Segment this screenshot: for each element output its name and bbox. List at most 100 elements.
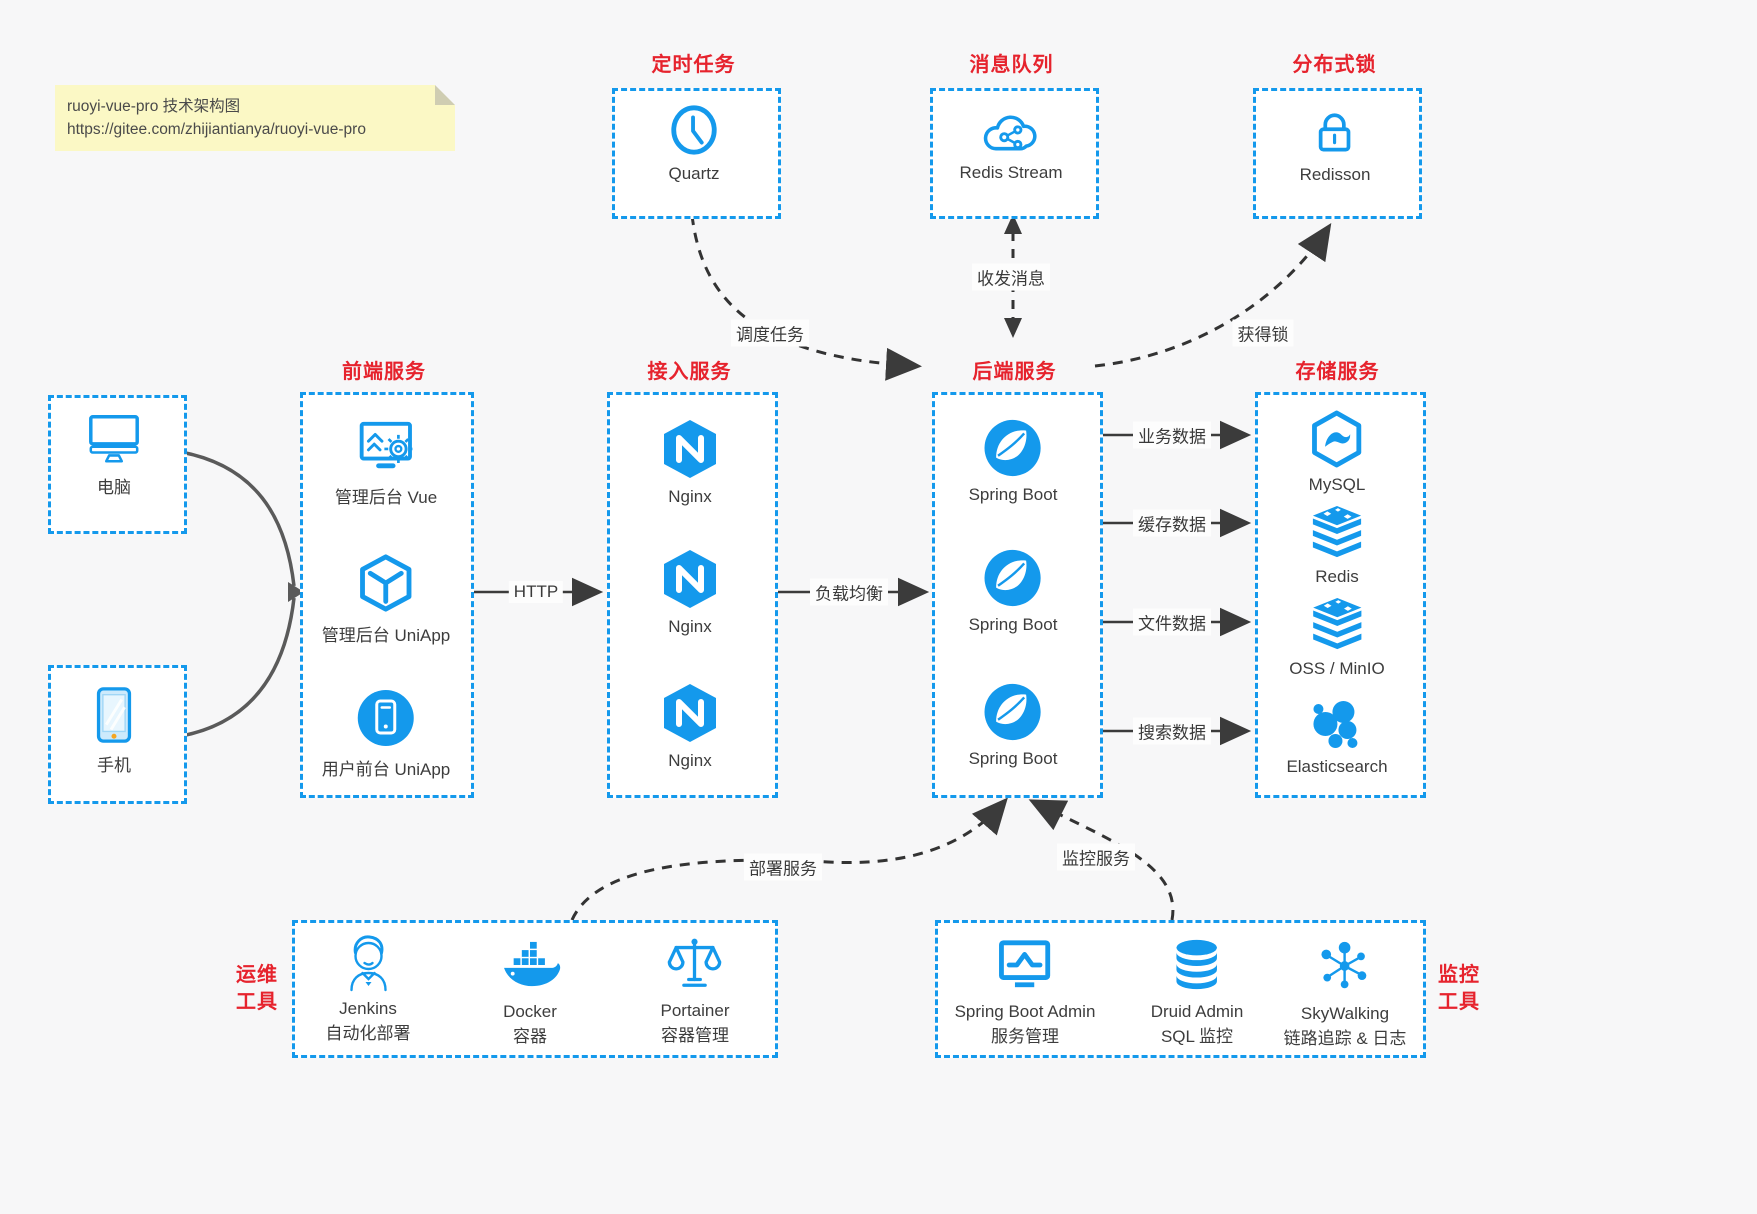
note-fold-corner: [435, 85, 455, 105]
title-backend-services: 后端服务: [972, 361, 1057, 383]
edge-label-schedule: 调度任务: [731, 319, 809, 347]
node-label: MySQL: [1308, 475, 1366, 494]
edge-label-http: HTTP: [508, 581, 564, 603]
lock-icon: [1309, 106, 1361, 158]
title-ops-tools: 运维 工具: [228, 962, 286, 1016]
edge-deploy: [570, 797, 1008, 921]
desktop-icon: [85, 412, 143, 466]
database-icon: [1170, 938, 1224, 992]
node-label: Redisson: [1299, 165, 1371, 184]
admin-vue-icon: [355, 418, 417, 476]
mysql-icon: [1310, 410, 1364, 468]
node-label: Druid Admin SQL 监控: [1151, 1000, 1244, 1049]
tool-name: Docker: [503, 1002, 557, 1021]
node-label: SkyWalking 链路追踪 & 日志: [1284, 1002, 1407, 1051]
tool-desc: SQL 监控: [1160, 1026, 1234, 1046]
portainer-icon: [666, 935, 724, 993]
nginx-icon: [661, 682, 719, 744]
node-label: 管理后台 UniApp: [321, 626, 451, 645]
node-label: 用户前台 UniApp: [321, 760, 451, 779]
edge-lock: [1094, 222, 1332, 368]
node-label: Redis Stream: [959, 163, 1063, 182]
clock-icon: [667, 103, 721, 157]
node-nginx-2: Nginx: [661, 548, 719, 637]
elasticsearch-icon: [1309, 698, 1365, 750]
node-oss-minio: OSS / MinIO: [1289, 598, 1385, 679]
note-title: ruoyi-vue-pro 技术架构图: [67, 98, 241, 115]
nginx-icon: [661, 548, 719, 610]
node-label: Spring Boot: [968, 749, 1058, 768]
redis-stack-icon: [1309, 506, 1365, 560]
node-mysql: MySQL: [1308, 410, 1366, 495]
topology-icon: [1317, 938, 1373, 994]
node-nginx-3: Nginx: [661, 682, 719, 771]
node-docker: Docker 容器: [499, 940, 561, 1049]
edge-message-arrow-down: [1004, 318, 1022, 338]
node-user-uniapp: 用户前台 UniApp: [322, 688, 450, 780]
title-storage-services: 存储服务: [1295, 361, 1380, 383]
box-distributed-lock: [1253, 88, 1422, 219]
node-spring-boot-1: Spring Boot: [968, 418, 1058, 505]
node-redis-stream: Redis Stream: [959, 108, 1063, 183]
edge-message-arrow-up: [1004, 214, 1022, 234]
edge-label-file-data: 文件数据: [1133, 608, 1211, 636]
edge-label-biz-data: 业务数据: [1133, 421, 1211, 449]
edge-label-search-data: 搜索数据: [1133, 717, 1211, 745]
edge-label-lock: 获得锁: [1232, 319, 1294, 347]
node-label: Spring Boot: [968, 485, 1058, 504]
note-url: https://gitee.com/zhijiantianya/ruoyi-vu…: [67, 121, 366, 139]
node-phone: 手机: [91, 686, 137, 776]
nginx-icon: [661, 418, 719, 480]
node-pc: 电脑: [85, 412, 143, 498]
node-redisson: Redisson: [1299, 106, 1371, 185]
tool-name: Spring Boot Admin: [954, 1002, 1096, 1021]
tool-desc: 容器: [512, 1026, 547, 1046]
node-quartz: Quartz: [667, 103, 721, 184]
node-spring-boot-2: Spring Boot: [968, 548, 1058, 635]
node-label: Elasticsearch: [1286, 757, 1388, 776]
title-distributed-lock: 分布式锁: [1292, 54, 1377, 76]
title-frontend-services: 前端服务: [342, 361, 426, 383]
node-label: Jenkins 自动化部署: [326, 997, 411, 1046]
box-message-queue: [930, 88, 1099, 219]
tool-desc: 自动化部署: [325, 1023, 411, 1043]
node-skywalking: SkyWalking 链路追踪 & 日志: [1284, 938, 1407, 1051]
node-label: OSS / MinIO: [1289, 659, 1385, 678]
edge-label-deploy: 部署服务: [744, 853, 822, 881]
phone-icon: [91, 686, 137, 744]
spring-icon: [983, 682, 1043, 742]
node-label: Spring Boot Admin 服务管理: [955, 1000, 1096, 1049]
node-label: Nginx: [668, 617, 712, 636]
jenkins-icon: [340, 933, 396, 993]
mobile-app-icon: [356, 688, 416, 748]
monitor-chart-icon: [995, 938, 1055, 992]
edge-label-monitor: 监控服务: [1057, 843, 1135, 871]
node-label: Redis: [1315, 567, 1359, 586]
node-redis: Redis: [1309, 506, 1365, 587]
tool-desc: 服务管理: [991, 1026, 1059, 1046]
monitor-title-line1: 监控: [1438, 964, 1480, 986]
cloud-share-icon: [980, 108, 1042, 156]
tool-desc: 容器管理: [660, 1025, 729, 1045]
sticky-note: ruoyi-vue-pro 技术架构图 https://gitee.com/zh…: [55, 85, 455, 151]
node-label: 电脑: [97, 478, 131, 497]
edge-monitor: [1028, 799, 1175, 921]
tool-name: Portainer: [660, 1001, 730, 1020]
node-label: Portainer 容器管理: [661, 999, 730, 1048]
cube-icon: [355, 552, 417, 614]
node-label: Docker 容器: [503, 1000, 557, 1049]
node-admin-uniapp: 管理后台 UniApp: [322, 552, 450, 646]
title-access-services: 接入服务: [647, 361, 732, 383]
node-label: Spring Boot: [968, 615, 1058, 634]
edge-clients-arrowhead: [288, 582, 304, 602]
tool-name: Druid Admin: [1150, 1002, 1244, 1021]
edge-label-cache-data: 缓存数据: [1133, 509, 1211, 537]
node-label: Nginx: [668, 751, 712, 770]
spring-icon: [983, 418, 1043, 478]
node-label: Quartz: [668, 164, 720, 183]
edge-phone-frontend: [180, 597, 296, 738]
title-monitor-tools: 监控 工具: [1430, 962, 1488, 1016]
node-label: 管理后台 Vue: [334, 488, 438, 507]
